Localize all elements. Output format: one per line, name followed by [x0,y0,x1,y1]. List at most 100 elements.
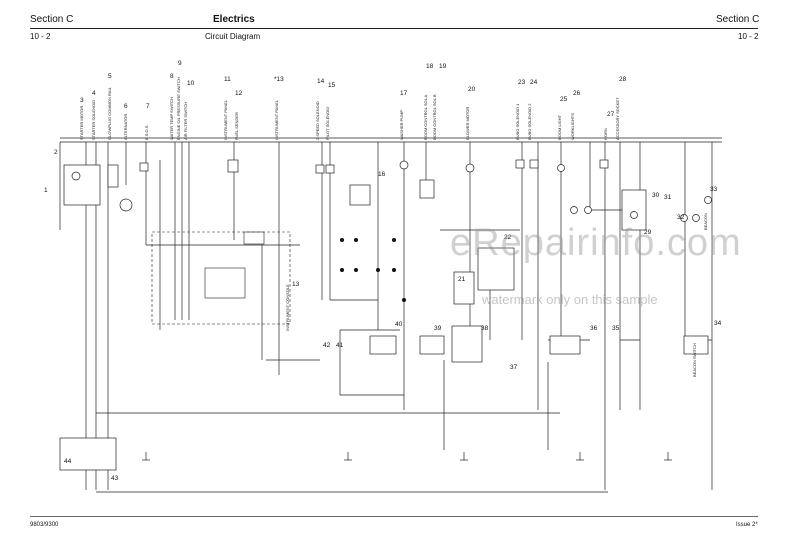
component-number: 41 [336,342,344,349]
component-label: BLOWER MOTOR [465,106,470,140]
component-number: 25 [560,96,568,103]
component-label: AIR FILTER SWITCH [183,101,188,140]
lamp-31-symbol [680,214,688,222]
component-number: 21 [458,276,466,283]
component-label: WATER TEMP SWITCH [169,97,174,140]
switch-36-symbol [549,335,581,355]
component-number: 2 [54,149,58,156]
component-number: 27 [607,111,615,118]
component-label: WORKLIGHTS [570,113,575,140]
component-number: 35 [612,325,620,332]
component-number: 34 [714,320,722,327]
switch-39-symbol [419,335,445,355]
watermark-subtext: watermark only on this sample [482,292,658,307]
switch-40-symbol [369,335,397,355]
starter-motor-symbol [71,171,81,181]
component-label: INSTRUMENT PANEL [223,99,228,140]
component-number: 8 [170,73,174,80]
glowplug-symbol [107,164,119,188]
component-number: 43 [111,475,119,482]
diagram-subtitle: Circuit Diagram [205,32,261,41]
horn-symbol [599,159,609,169]
lamp-32-symbol [692,214,700,222]
relay-block-22 [477,247,515,291]
bubo-solenoid-1-symbol [515,159,525,169]
component-number: *13 [274,76,284,83]
component-number: 24 [530,79,538,86]
component-number: 14 [317,78,325,85]
instrument-console-box [151,231,291,325]
component-number: 31 [664,194,672,201]
worklight-1-symbol [570,206,578,214]
component-label: BUBO SOLENOID 1 [515,103,520,140]
gauge-block [204,267,246,299]
bubo-solenoid-2-symbol [529,159,539,169]
component-number: 12 [235,90,243,97]
component-number: 40 [395,321,403,328]
component-label: BOOM CONTROL SOL B [432,94,437,141]
component-label: E.S.O.S. [144,124,149,140]
component-number: 22 [504,234,512,241]
component-number: 29 [644,229,652,236]
component-number: 23 [518,79,526,86]
component-number: 11 [224,76,231,83]
component-label: BOOM CONTROL SOL A [423,94,428,140]
component-number: 4 [92,90,96,97]
beacon-symbol [704,196,712,204]
pilot-solenoid-symbol [325,164,335,174]
component-label: INSTRUMENT PANEL [274,99,279,140]
junctions [340,238,406,302]
page-title: Electrics [213,14,255,25]
two-speed-solenoid-symbol [315,164,325,174]
component-number: 7 [146,103,150,110]
footer-issue: Issue 2* [736,522,758,528]
component-number: 38 [481,325,489,332]
worklight-2-symbol [584,206,592,214]
relay-block-38 [451,325,483,363]
component-number: 10 [187,80,195,87]
page-number-left: 10 - 2 [30,32,51,41]
relay-block-21 [453,271,475,305]
fuel-sender-symbol [227,159,239,173]
fusebox-symbol [59,437,117,471]
component-label: BEACON SWITCH [692,343,697,377]
component-number: 26 [573,90,581,97]
component-label: ENGINE OIL PRESSURE SWITCH [176,77,181,140]
component-label: GLOWPLUG COMMON RAIL [107,87,112,140]
beacon-switch-symbol [683,335,709,355]
component-number: 37 [510,364,518,371]
component-label: BUBO SOLENOID 2 [527,103,532,140]
component-label: 2 SPEED SOLENOID [315,101,320,140]
page-number-right: 10 - 2 [738,32,759,41]
component-number: 13 [292,281,300,288]
component-number: 6 [124,103,128,110]
component-label: STARTER SOLENOID [91,99,96,140]
section-label-right: Section C [716,14,760,25]
washer-pump-symbol [399,160,409,170]
footer-rule [30,516,758,517]
alternator-symbol [119,198,133,212]
component-label: PILOT SOLENOID [325,106,330,140]
connector-block [243,231,265,245]
component-label: ALTERNATOR [123,113,128,140]
component-label: HORN [603,128,608,140]
section-label-left: Section C [30,14,74,25]
wiring [59,137,722,493]
component-number: 3 [80,97,84,104]
footer-doc-number: 9803/9300 [30,522,59,528]
esos-symbol [139,162,149,172]
component-symbols [59,159,712,471]
component-label: STARTER MOTOR [79,105,84,140]
accessory-lamp-symbol [630,211,638,219]
component-number: 36 [590,325,598,332]
watermark-text: eRepairinfo.com [450,222,742,264]
boom-control-sol-symbol [419,179,435,199]
component-label: FUEL SENDER [234,112,239,140]
component-number: 42 [323,342,331,349]
component-number: 9 [178,60,182,67]
component-number: 28 [619,76,627,83]
component-number: 20 [468,86,476,93]
intervention-symbol [349,184,371,206]
ground-symbols [142,452,672,461]
